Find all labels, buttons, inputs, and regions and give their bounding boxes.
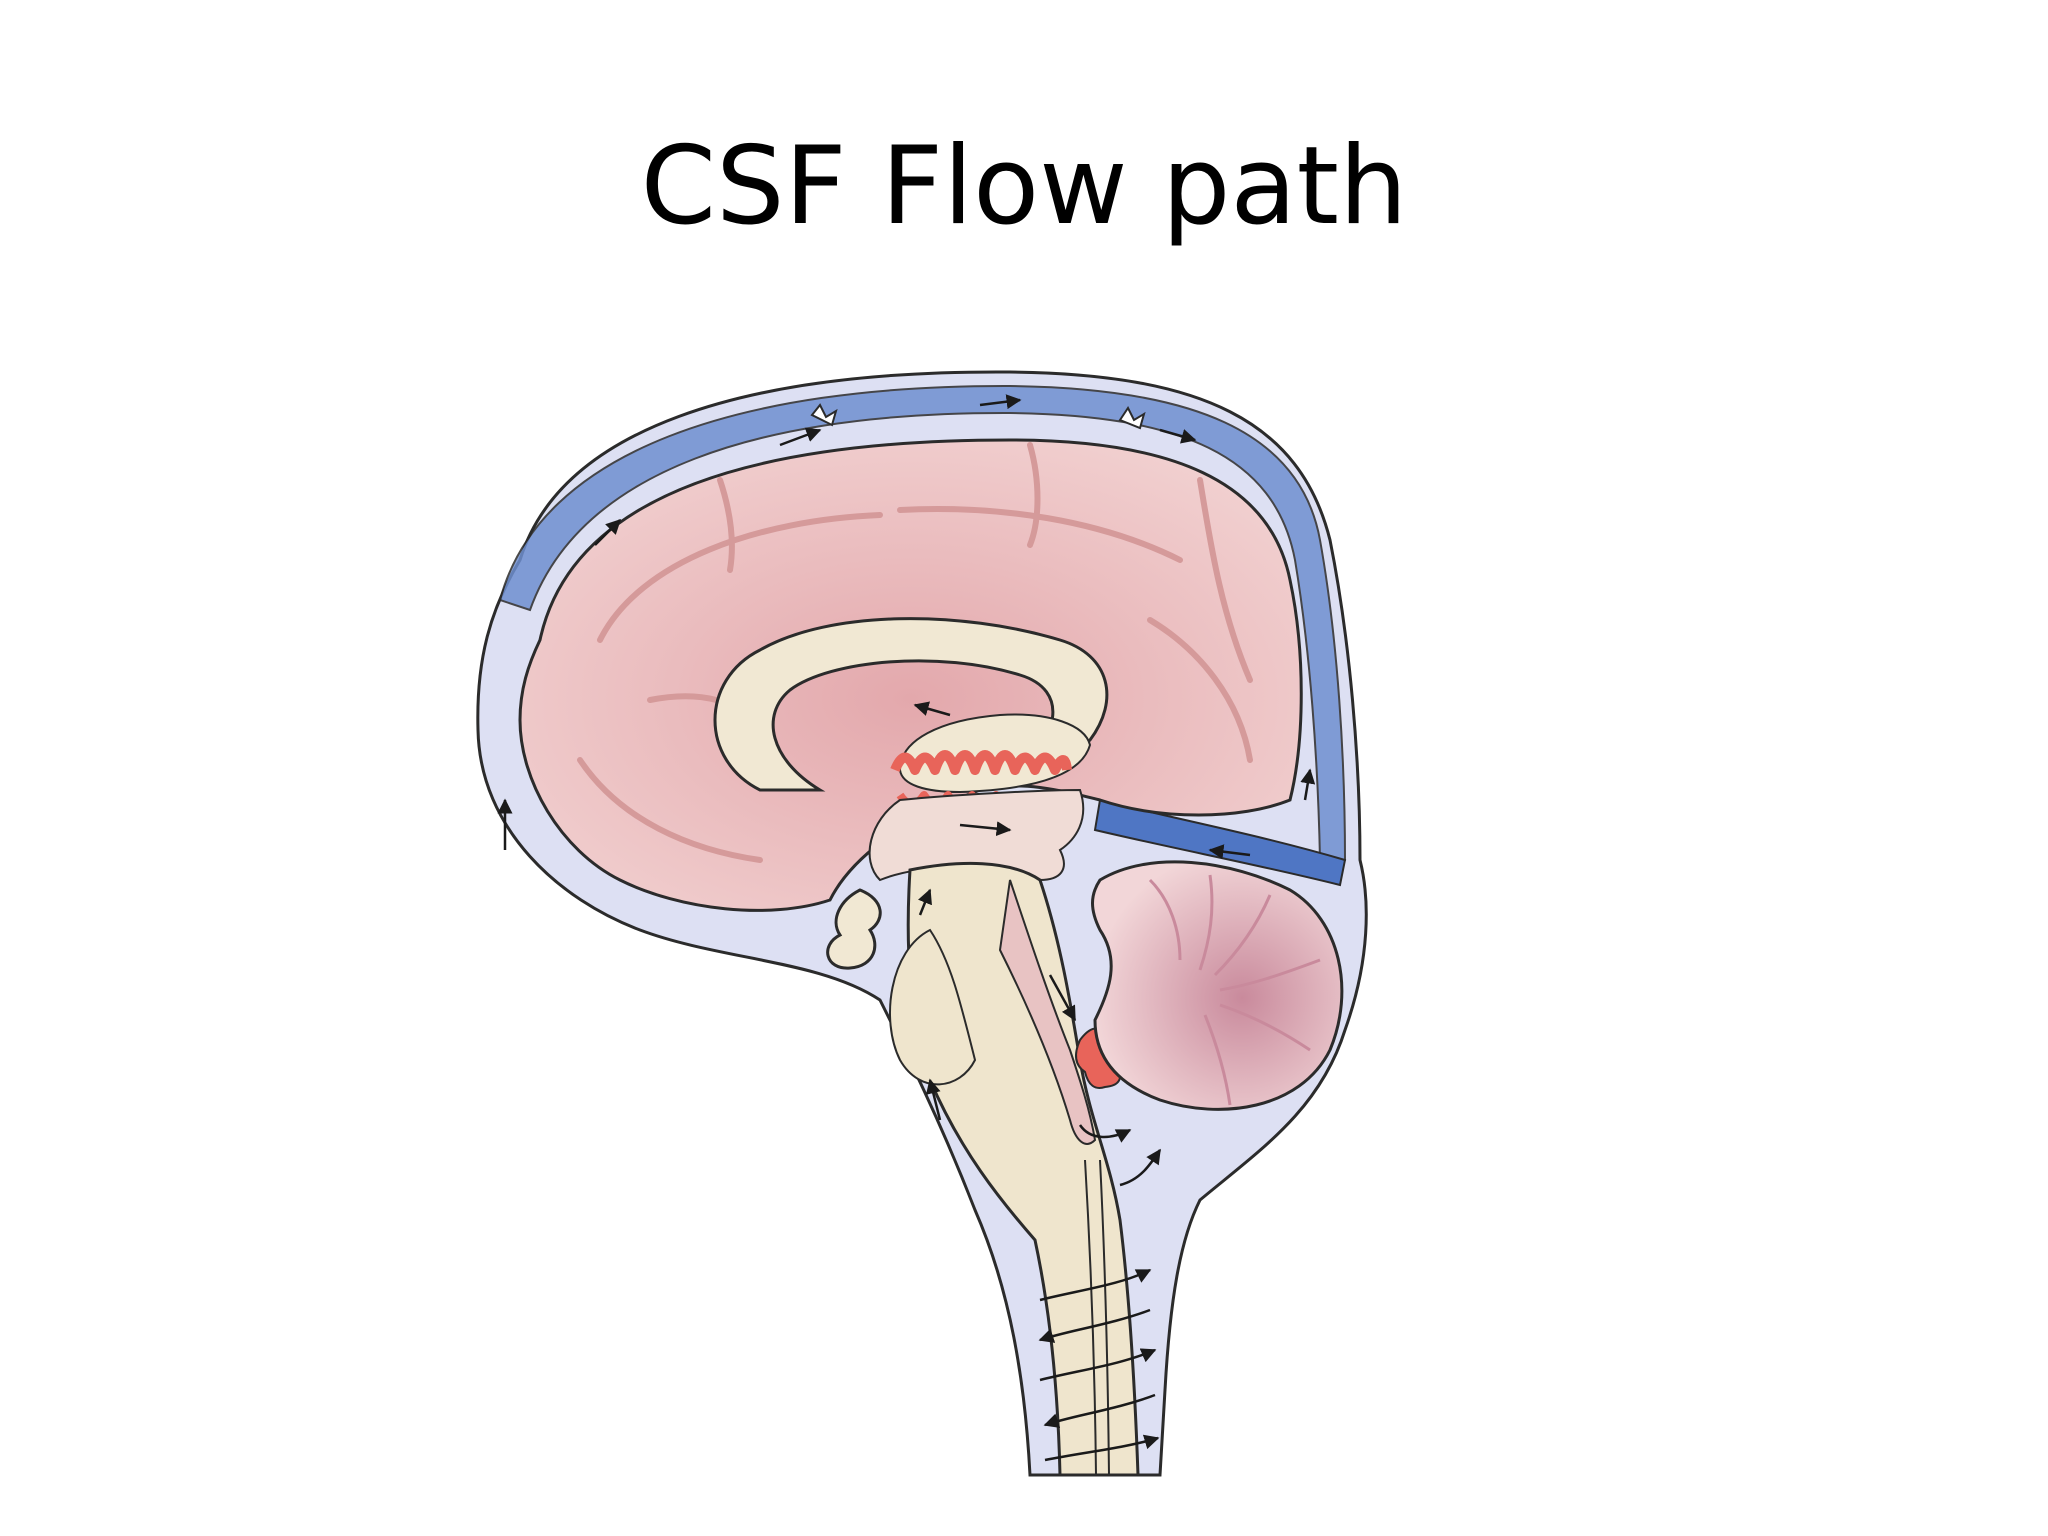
spinal-csf-arrows [1038,1268,1160,1462]
cerebellum [1091,860,1344,1111]
cerebellar-folia [1148,874,1321,1106]
slide-title: CSF Flow path [640,124,1408,249]
choroid-plexus-lateral [890,750,1072,775]
csf-flow-arrows [497,394,1316,1187]
pituitary-gland [826,888,882,970]
straight-sinus [1093,798,1347,887]
arachnoid-granulations [810,403,1146,430]
thalamus [868,788,1085,882]
cerebral-aqueduct [998,879,1097,1145]
cerebral-hemisphere [518,438,1303,912]
